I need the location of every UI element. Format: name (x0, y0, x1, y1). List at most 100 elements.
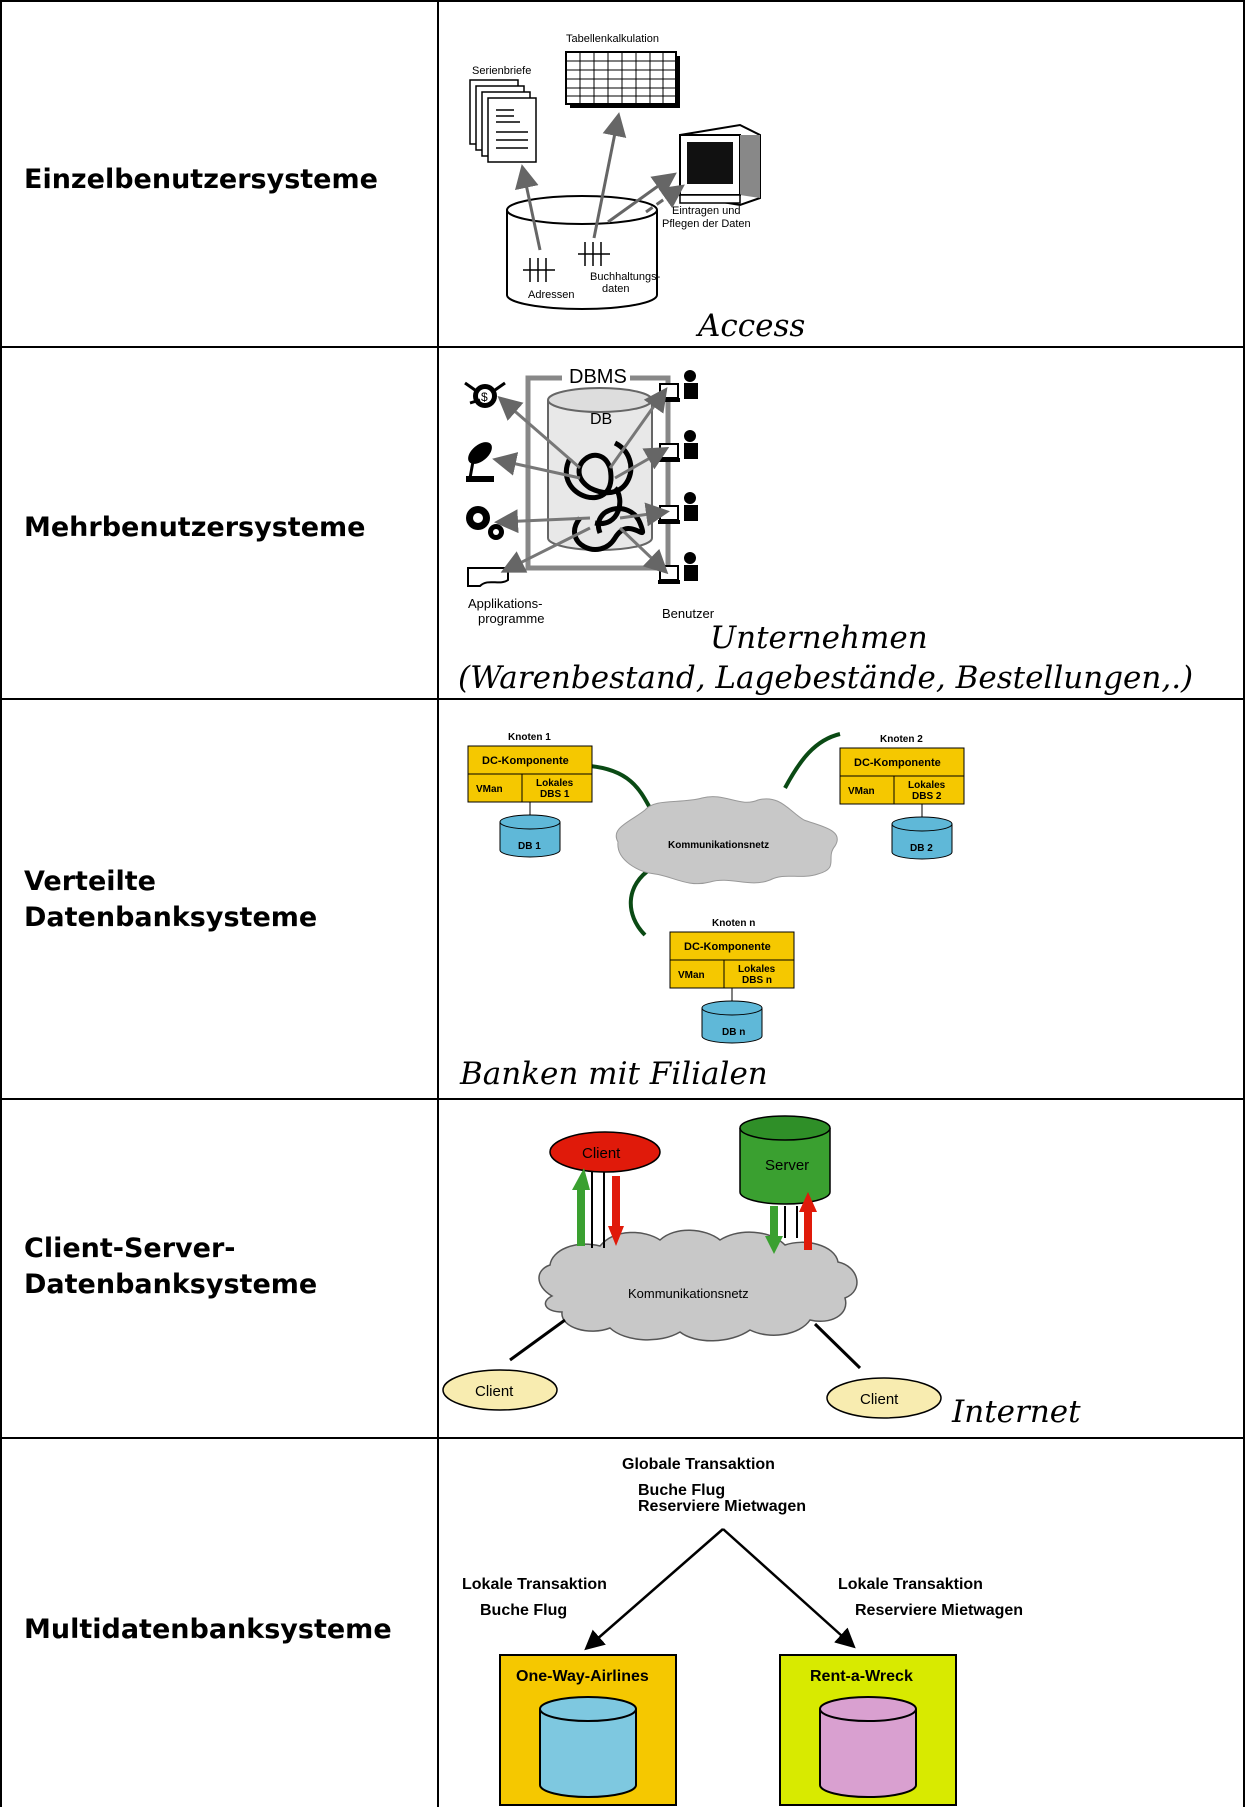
svg-text:$: $ (481, 390, 488, 404)
label-dbms: DBMS (569, 366, 627, 388)
mehrbenutzer-svg: DBMS DB $ Applikatio (458, 362, 1193, 696)
grid-line-right (1243, 0, 1245, 1807)
vman-1: VMan (476, 784, 503, 795)
einzel-arrows (515, 112, 685, 251)
link-client-right (813, 1322, 862, 1370)
diagram-verteilte: Kommunikationsnetz Knoten 1 DC-Komponent… (440, 700, 1245, 1098)
db-2: DB 2 (910, 843, 933, 854)
grid-line-mid (437, 0, 439, 1807)
row-label-verteilte: Verteilte Datenbanksysteme (24, 866, 318, 933)
spreadsheet-icon (565, 51, 680, 108)
dbs-2: DBS 2 (912, 791, 942, 802)
label-rent: Rent-a-Wreck (810, 1668, 913, 1685)
vman-n: VMan (678, 970, 705, 981)
multi-svg: Globale Transaktion Buche Flug Reservier… (462, 1456, 1023, 1806)
user-icon-3 (658, 492, 698, 524)
label-server: Server (765, 1157, 809, 1174)
db-1: DB 1 (518, 841, 541, 852)
label-global-reserviere: Reserviere Mietwagen (638, 1498, 806, 1515)
client-arrows (572, 1168, 624, 1248)
label-kommunikationsnetz: Kommunikationsnetz (668, 840, 769, 851)
computer-icon (679, 123, 761, 207)
network-links (589, 732, 841, 937)
label-serienbriefe: Serienbriefe (472, 65, 531, 77)
label-db: DB (590, 411, 612, 428)
user-icon-2 (658, 430, 698, 462)
label-knoten-2: Knoten 2 (880, 734, 923, 745)
record-icon-buchhaltung (578, 242, 610, 266)
user-icon-1 (658, 370, 698, 402)
diagram-client-server: Client Server Kommunikationsnetz (440, 1100, 1245, 1437)
label-kommunikationsnetz-cs: Kommunikationsnetz (628, 1286, 749, 1301)
client-left (442, 1369, 558, 1411)
example-unternehmen: Unternehmen (710, 620, 928, 656)
letters-icon (469, 79, 537, 163)
label-benutzer: Benutzer (662, 606, 715, 621)
db-cylinder (547, 387, 653, 551)
label-pflegen: Pflegen der Daten (662, 218, 751, 230)
node-1 (467, 745, 593, 858)
lokales-2: Lokales (908, 780, 946, 791)
diagram-einzelbenutzer: Tabellenkalkulation Serienbriefe Eintrag… (440, 0, 1245, 346)
airline-box (499, 1654, 677, 1806)
dc-komponente-2: DC-Komponente (854, 757, 941, 769)
node-2 (839, 747, 965, 860)
client-right (826, 1377, 942, 1419)
vman-2: VMan (848, 786, 875, 797)
gear-icon (466, 506, 504, 540)
row-label-einzelbenutzer: Einzelbenutzersysteme (24, 164, 378, 195)
document-icon (467, 567, 509, 587)
example-banken: Banken mit Filialen (459, 1056, 768, 1092)
label-lokal-left: Lokale Transaktion (462, 1576, 607, 1593)
label-client-left: Client (475, 1383, 514, 1400)
label-global-buche: Buche Flug (638, 1482, 725, 1499)
multi-arrows (584, 1528, 856, 1651)
server-cylinder (739, 1115, 831, 1205)
kommunikationsnetz-cloud-cs (538, 1229, 858, 1342)
node-n (669, 931, 795, 1044)
diagram-multi: Globale Transaktion Buche Flug Reservier… (440, 1439, 1245, 1807)
label-knoten-n: Knoten n (712, 918, 755, 929)
grid-line-row1 (0, 346, 1245, 348)
server-arrows (765, 1192, 817, 1254)
label-knoten-1: Knoten 1 (508, 732, 551, 743)
record-icon-adressen (523, 258, 555, 282)
mehrbenutzer-arrows (492, 387, 670, 575)
database-cylinder (506, 195, 658, 310)
db-n: DB n (722, 1027, 745, 1038)
row-label-mehrbenutzer: Mehrbenutzersysteme (24, 512, 366, 543)
grid-line-row3 (0, 1098, 1245, 1100)
link-client-left (509, 1318, 566, 1362)
tangle-lines (564, 440, 646, 552)
grid-line-row4 (0, 1437, 1245, 1439)
label-lokal-buche: Buche Flug (480, 1602, 567, 1619)
label-lokal-right: Lokale Transaktion (838, 1576, 983, 1593)
lokales-n: Lokales (738, 964, 776, 975)
label-buchhaltung-2: daten (602, 283, 630, 295)
dbs-1: DBS 1 (540, 789, 570, 800)
grid-line-left (0, 0, 2, 1807)
label-adressen: Adressen (528, 289, 574, 301)
label-tabellenkalkulation: Tabellenkalkulation (566, 33, 659, 45)
example-access: Access (695, 308, 805, 344)
dc-komponente-1: DC-Komponente (482, 755, 569, 767)
dbms-label-bg (562, 362, 630, 388)
example-warenbestand: (Warenbestand, Lagebestände, Bestellunge… (458, 660, 1193, 696)
moneybag-icon: $ (464, 381, 506, 408)
label-buchhaltung-1: Buchhaltungs- (590, 271, 661, 283)
verteilte-svg: Kommunikationsnetz Knoten 1 DC-Komponent… (459, 732, 965, 1092)
label-lokal-reserviere: Reserviere Mietwagen (855, 1602, 1023, 1619)
einzelbenutzer-svg: Tabellenkalkulation Serienbriefe Eintrag… (469, 33, 805, 344)
label-client-right: Client (860, 1391, 899, 1408)
label-client-top: Client (582, 1145, 621, 1162)
label-airline: One-Way-Airlines (516, 1668, 649, 1685)
row-label-multi: Multidatenbanksysteme (24, 1614, 392, 1645)
lokales-1: Lokales (536, 778, 574, 789)
label-applikation-1: Applikations- (468, 596, 542, 611)
client-server-svg: Client Server Kommunikationsnetz (442, 1115, 1081, 1430)
kommunikationsnetz-cloud (615, 796, 838, 885)
label-globale-transaktion: Globale Transaktion (622, 1456, 775, 1473)
row-label-client-server: Client-Server- Datenbanksysteme (24, 1233, 318, 1300)
grid-line-top (0, 0, 1245, 2)
label-applikation-2: programme (478, 611, 544, 626)
